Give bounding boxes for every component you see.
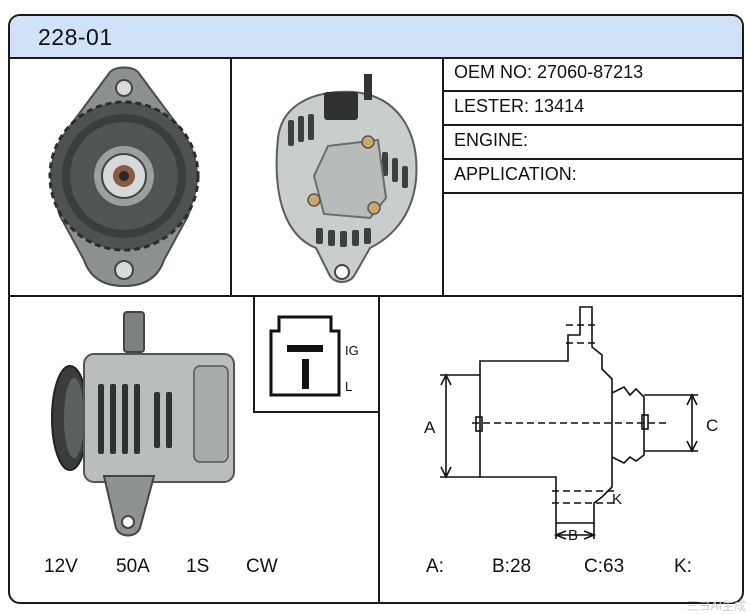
info-row-line-4 <box>444 192 742 194</box>
dim-a-label: A <box>424 418 436 437</box>
rotation-spec: CW <box>246 556 278 577</box>
alternator-front-photo <box>48 66 200 288</box>
oem-label: OEM NO: <box>454 62 533 82</box>
card-header: 228-01 <box>10 16 742 59</box>
lester-value: 13414 <box>534 96 585 116</box>
oem-row: OEM NO: 27060-87213 <box>444 57 742 90</box>
dim-c-label: C <box>706 416 718 435</box>
bottom-divider <box>378 297 380 602</box>
middle-divider <box>10 295 742 297</box>
dim-b-label: B <box>568 527 578 544</box>
dim-k-label: K <box>612 491 622 508</box>
l-terminal-label: L <box>345 379 353 394</box>
oem-value: 27060-87213 <box>537 62 644 82</box>
info-row-line-3 <box>444 158 742 160</box>
product-card: 228-01 <box>8 14 744 604</box>
lester-label: LESTER: <box>454 96 530 116</box>
watermark: 三ヨAI生成 <box>686 599 746 613</box>
part-number-title: 228-01 <box>38 24 113 50</box>
voltage-spec: 12V <box>44 556 78 577</box>
engine-row: ENGINE: <box>444 125 742 158</box>
dim-c-value: C:63 <box>584 556 625 577</box>
alternator-side-photo <box>51 311 235 537</box>
ig-terminal-label: IG <box>345 343 359 358</box>
lester-row: LESTER: 13414 <box>444 91 742 124</box>
amperage-spec: 50A <box>116 556 150 577</box>
application-label: APPLICATION: <box>454 164 577 184</box>
alternator-rear-photo <box>275 74 418 283</box>
dimension-diagram: A C K B <box>424 306 718 544</box>
dim-k-value: K: <box>674 556 692 577</box>
engine-label: ENGINE: <box>454 130 529 150</box>
dim-a-value: A: <box>426 556 444 577</box>
info-divider <box>442 57 444 295</box>
info-row-line-2 <box>444 124 742 126</box>
photo-divider <box>230 57 232 295</box>
info-row-line-1 <box>444 90 742 92</box>
connector-plug-icon <box>269 315 341 397</box>
groove-spec: 1S <box>186 556 210 577</box>
dim-b-value: B:28 <box>492 556 532 577</box>
connector-panel: IG L <box>253 297 378 413</box>
application-row: APPLICATION: <box>444 159 742 192</box>
